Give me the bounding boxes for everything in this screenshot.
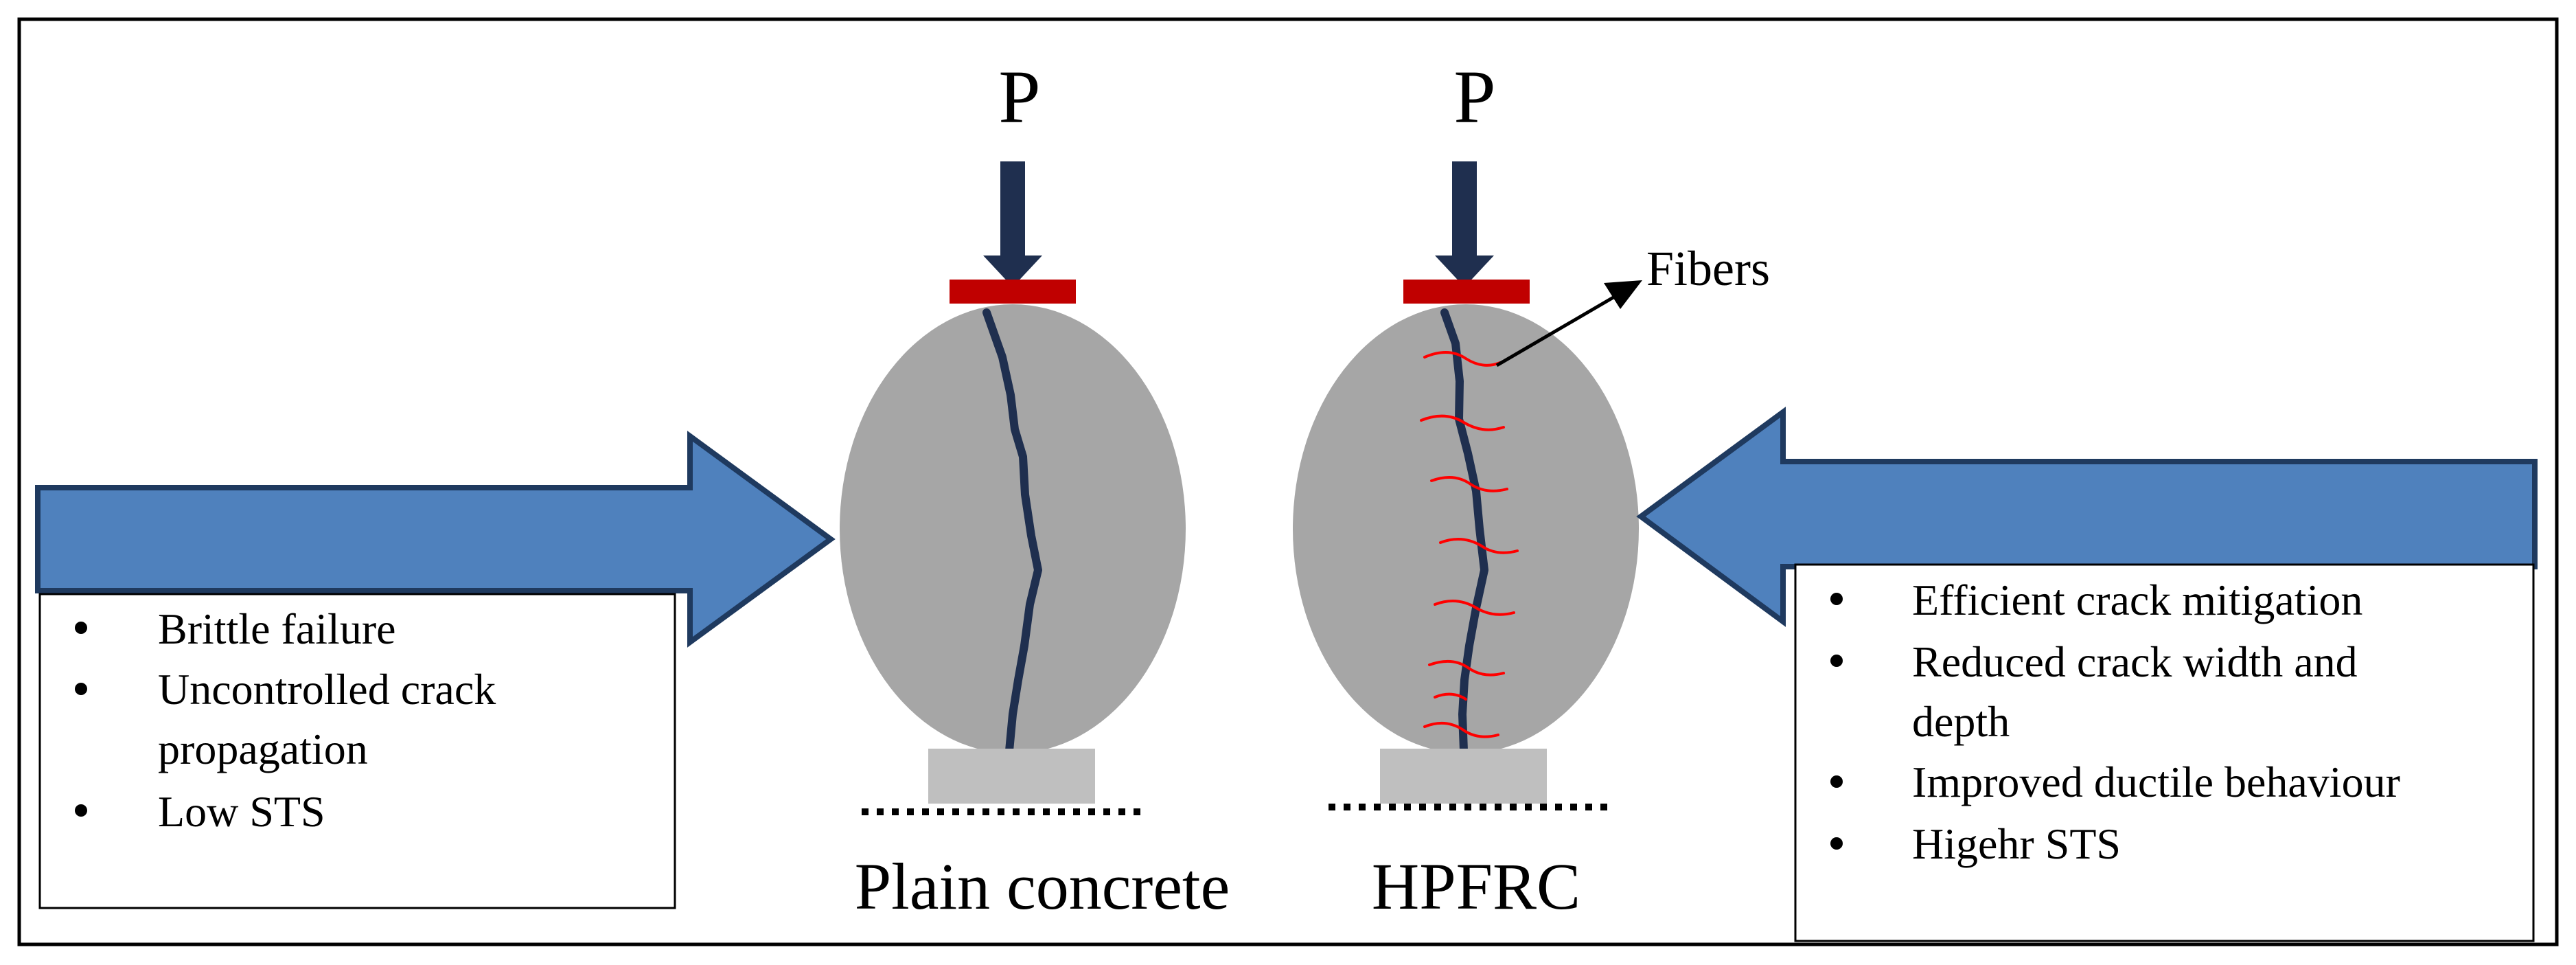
- plain-concrete-properties-box: Brittle failure Uncontrolled crack propa…: [38, 593, 676, 909]
- fibers-label: Fibers: [1646, 241, 1770, 296]
- hpfrc-properties-box: Efficient crack mitigation Reduced crack…: [1794, 563, 2535, 942]
- plain-bullet-1: Brittle failure: [158, 604, 396, 653]
- plain-crack: [982, 308, 1042, 755]
- hpfrc-support: [1380, 749, 1547, 804]
- fibers-pointer-head: [1604, 280, 1642, 309]
- plain-load-label: P: [998, 55, 1040, 139]
- plain-bullet-3: Low STS: [158, 787, 325, 836]
- plain-concrete-specimen: P Plain concrete: [840, 55, 1230, 923]
- hpfrc-bullet-2: Reduced crack width and: [1912, 637, 2358, 686]
- bullet-dot: [75, 804, 87, 817]
- plain-specimen-disc: [840, 304, 1186, 753]
- hpfrc-load-arrow: [1435, 161, 1494, 287]
- hpfrc-bullet-4: Higehr STS: [1912, 819, 2121, 868]
- bullet-dot: [1830, 837, 1843, 850]
- hpfrc-specimen: P Fibers HPFRC: [1293, 55, 1770, 923]
- hpfrc-bullet-3: Improved ductile behaviour: [1912, 758, 2400, 806]
- hpfrc-specimen-disc: [1293, 304, 1639, 753]
- plain-bullet-2-cont: propagation: [158, 725, 368, 773]
- bullet-dot: [1830, 593, 1843, 605]
- hpfrc-load-plate: [1403, 280, 1530, 304]
- fibers-pointer-line: [1495, 293, 1618, 367]
- bullet-dot: [1830, 655, 1843, 667]
- bullet-dot: [75, 622, 87, 634]
- hpfrc-load-label: P: [1453, 55, 1495, 139]
- hpfrc-specimen-label: HPFRC: [1372, 850, 1580, 923]
- plain-load-plate: [950, 280, 1076, 304]
- plain-specimen-label: Plain concrete: [855, 850, 1230, 923]
- bullet-dot: [75, 683, 87, 695]
- fibers: [1420, 350, 1519, 738]
- bullet-dot: [1830, 775, 1843, 788]
- left-block-arrow: [35, 431, 836, 648]
- hpfrc-bullet-1: Efficient crack mitigation: [1912, 576, 2362, 624]
- hpfrc-bullet-2-cont: depth: [1912, 697, 2010, 746]
- plain-bullet-2: Uncontrolled crack: [158, 665, 496, 714]
- plain-load-arrow: [983, 161, 1042, 287]
- hpfrc-crack: [1440, 308, 1488, 755]
- plain-support: [928, 749, 1095, 804]
